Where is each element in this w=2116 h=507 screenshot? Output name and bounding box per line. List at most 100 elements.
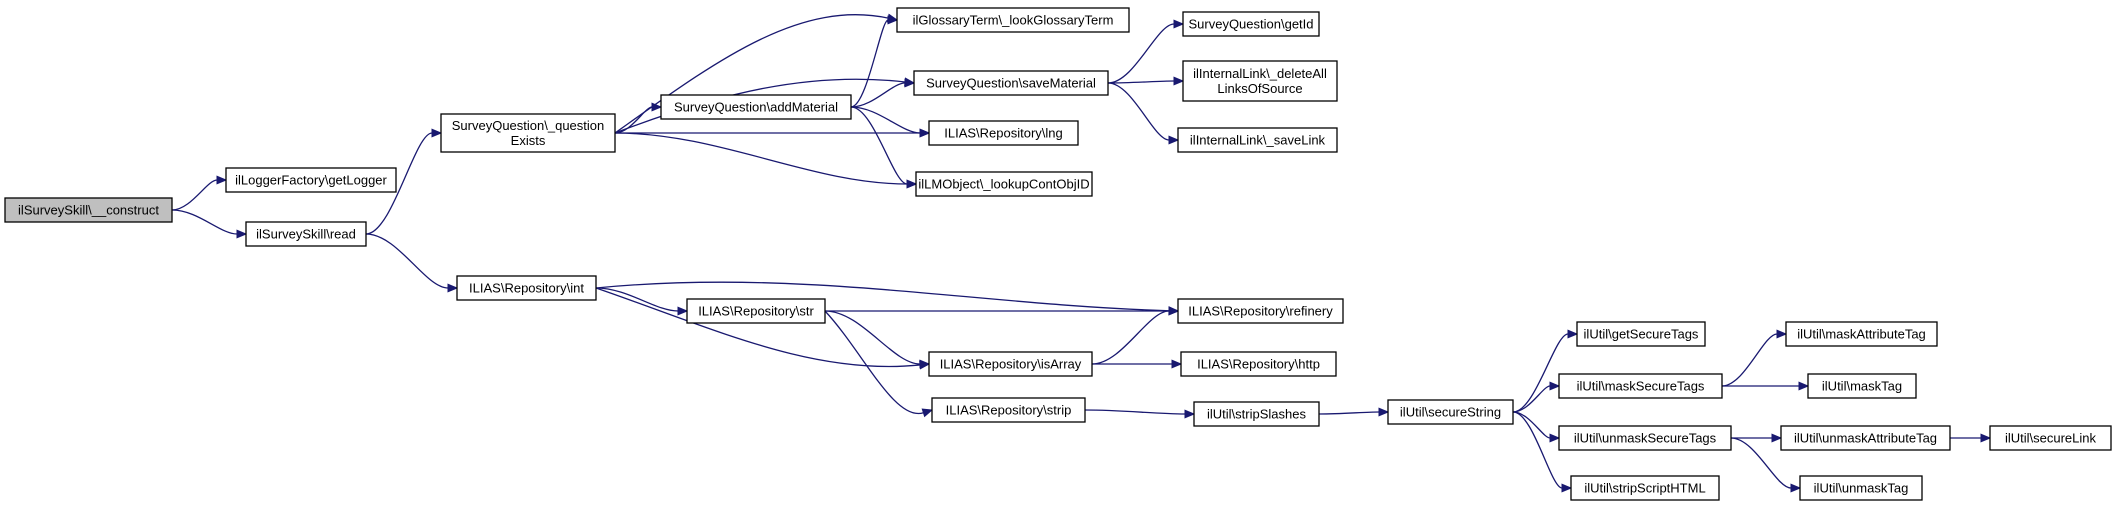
node-ilsurveyskill-construct[interactable]: ilSurveySkill\__construct [4, 197, 173, 223]
edge-n19-n23 [1512, 411, 1563, 489]
node-surveyquestion-questionexists-label: SurveyQuestion\_question [452, 118, 604, 133]
node-ilutil-stripslashes[interactable]: ilUtil\stripSlashes [1193, 401, 1320, 427]
node-ilsurveyskill-construct-box [4, 197, 173, 223]
node-ilias-repository-http[interactable]: ILIAS\Repository\http [1180, 351, 1337, 377]
arrowhead-n7-n11 [1173, 76, 1185, 86]
node-ilutil-stripslashes-box [1193, 401, 1320, 427]
node-ilutil-securestring-label: ilUtil\secureString [1400, 405, 1501, 420]
node-ilias-repository-isarray-label: ILIAS\Repository\isArray [940, 357, 1082, 372]
edge-n7-n12 [1107, 82, 1170, 141]
node-ilutil-stripscripthtml[interactable]: ilUtil\stripScriptHTML [1570, 475, 1720, 501]
node-illmobject-lookupcontobjid-box [915, 171, 1093, 197]
arrowhead-n7-n10 [1173, 19, 1185, 29]
edge-n19-n21 [1512, 385, 1551, 413]
node-illoggerfactory-getlogger-label: ilLoggerFactory\getLogger [235, 173, 387, 188]
arrowhead-n15-n14 [1168, 306, 1180, 316]
node-ilutil-stripslashes-label: ilUtil\stripSlashes [1207, 407, 1306, 422]
edge-n4-n14 [595, 281, 1170, 312]
node-illoggerfactory-getlogger[interactable]: ilLoggerFactory\getLogger [225, 167, 397, 193]
node-surveyquestion-savematerial[interactable]: SurveyQuestion\saveMaterial [913, 70, 1109, 96]
nodes-layer: ilSurveySkill\__construct ilLoggerFactory… [4, 7, 2112, 501]
node-ilsurveyskill-read-label: ilSurveySkill\read [256, 227, 356, 242]
edge-n0-n2 [171, 209, 238, 235]
node-ilias-repository-int-box [456, 275, 597, 301]
node-ilutil-masktag-box [1807, 373, 1917, 399]
edge-n17-n18 [1084, 409, 1186, 415]
edge-n7-n11 [1107, 80, 1175, 84]
node-ilutil-getsecuretags[interactable]: ilUtil\getSecureTags [1576, 321, 1706, 347]
node-ilutil-masksecuretags[interactable]: ilUtil\maskSecureTags [1558, 373, 1723, 399]
arrowhead-n21-n24 [1776, 329, 1788, 339]
arrowhead-n2-n3 [431, 128, 443, 138]
edge-n5-n7 [850, 82, 906, 108]
arrowhead-n13-n17 [921, 408, 934, 418]
node-ilutil-maskattributetag-label: ilUtil\maskAttributeTag [1797, 327, 1926, 342]
node-ilinternallink-savelink[interactable]: ilInternalLink\_saveLink [1177, 127, 1338, 153]
node-ilutil-stripscripthtml-label: ilUtil\stripScriptHTML [1584, 481, 1705, 496]
node-ilias-repository-strip-label: ILIAS\Repository\strip [946, 403, 1072, 418]
node-ilsurveyskill-read-box [245, 221, 367, 247]
arrowhead-n19-n20 [1567, 329, 1579, 339]
node-ilutil-unmasksecuretags-label: ilUtil\unmaskSecureTags [1574, 431, 1717, 446]
node-ilutil-securelink[interactable]: ilUtil\secureLink [1989, 425, 2112, 451]
node-ilutil-unmasktag[interactable]: ilUtil\unmaskTag [1799, 475, 1923, 501]
edge-n13-n15 [824, 310, 921, 365]
node-ilutil-unmasksecuretags-box [1558, 425, 1732, 451]
node-ilias-repository-str-label: ILIAS\Repository\str [698, 304, 814, 319]
node-ilias-repository-strip-box [931, 397, 1086, 423]
node-surveyquestion-addmaterial[interactable]: SurveyQuestion\addMaterial [660, 94, 852, 120]
node-ilutil-masktag[interactable]: ilUtil\maskTag [1807, 373, 1917, 399]
node-surveyquestion-savematerial-label: SurveyQuestion\saveMaterial [926, 76, 1096, 91]
edge-n3-n6 [614, 14, 889, 134]
arrowhead-n22-n26 [1771, 433, 1783, 443]
node-ilglossaryterm-lookglossaryterm-label: ilGlossaryTerm\_lookGlossaryTerm [913, 13, 1114, 28]
node-ilias-repository-strip[interactable]: ILIAS\Repository\strip [931, 397, 1086, 423]
node-ilinternallink-deletealllinksofsource-label: LinksOfSource [1217, 81, 1302, 96]
node-ilutil-unmaskattributetag-label: ilUtil\unmaskAttributeTag [1794, 431, 1937, 446]
node-ilias-repository-int[interactable]: ILIAS\Repository\int [456, 275, 597, 301]
node-surveyquestion-questionexists-label: Exists [511, 133, 546, 148]
edge-n4-n15 [595, 287, 921, 368]
node-ilias-repository-int-label: ILIAS\Repository\int [469, 281, 584, 296]
node-ilutil-unmaskattributetag[interactable]: ilUtil\unmaskAttributeTag [1780, 425, 1951, 451]
edge-n19-n22 [1512, 411, 1551, 439]
edge-n21-n24 [1721, 333, 1778, 387]
node-ilutil-securestring[interactable]: ilUtil\secureString [1387, 399, 1514, 425]
edge-n3-n9 [614, 132, 908, 185]
arrowhead-n7-n12 [1168, 135, 1180, 145]
node-ilutil-masksecuretags-box [1558, 373, 1723, 399]
arrowhead-n2-n4 [447, 283, 459, 293]
node-ilutil-maskattributetag[interactable]: ilUtil\maskAttributeTag [1785, 321, 1938, 347]
node-ilias-repository-lng-label: ILIAS\Repository\lng [944, 126, 1063, 141]
edge-n18-n19 [1318, 411, 1380, 415]
node-surveyquestion-questionexists-box [440, 113, 616, 153]
edges-layer [171, 13, 1992, 493]
node-ilutil-unmasksecuretags[interactable]: ilUtil\unmaskSecureTags [1558, 425, 1732, 451]
edge-n5-n9 [850, 106, 908, 185]
node-illmobject-lookupcontobjid[interactable]: ilLMObject\_lookupContObjID [915, 171, 1093, 197]
arrowhead-n0-n1 [216, 175, 228, 185]
node-surveyquestion-getid[interactable]: SurveyQuestion\getId [1182, 11, 1320, 37]
arrowhead-n17-n18 [1184, 409, 1196, 419]
edge-n2-n3 [365, 132, 433, 235]
node-ilglossaryterm-lookglossaryterm[interactable]: ilGlossaryTerm\_lookGlossaryTerm [896, 7, 1130, 33]
arrowhead-n19-n21 [1549, 381, 1561, 391]
edge-n13-n17 [824, 310, 924, 415]
node-illoggerfactory-getlogger-box [225, 167, 397, 193]
node-ilutil-maskattributetag-box [1785, 321, 1938, 347]
edge-n15-n14 [1091, 310, 1170, 365]
node-illmobject-lookupcontobjid-label: ilLMObject\_lookupContObjID [918, 177, 1089, 192]
arrowhead-n5-n8 [919, 128, 931, 138]
node-ilinternallink-deletealllinksofsource-label: ilInternalLink\_deleteAll [1193, 66, 1327, 81]
node-ilias-repository-isarray[interactable]: ILIAS\Repository\isArray [928, 351, 1093, 377]
node-ilias-repository-lng[interactable]: ILIAS\Repository\lng [928, 120, 1079, 146]
arrowhead-n18-n19 [1378, 407, 1390, 417]
node-ilias-repository-refinery[interactable]: ILIAS\Repository\refinery [1177, 298, 1344, 324]
arrowhead-n5-n7 [904, 78, 916, 88]
node-ilias-repository-lng-box [928, 120, 1079, 146]
node-ilias-repository-str[interactable]: ILIAS\Repository\str [686, 298, 826, 324]
node-ilsurveyskill-read[interactable]: ilSurveySkill\read [245, 221, 367, 247]
